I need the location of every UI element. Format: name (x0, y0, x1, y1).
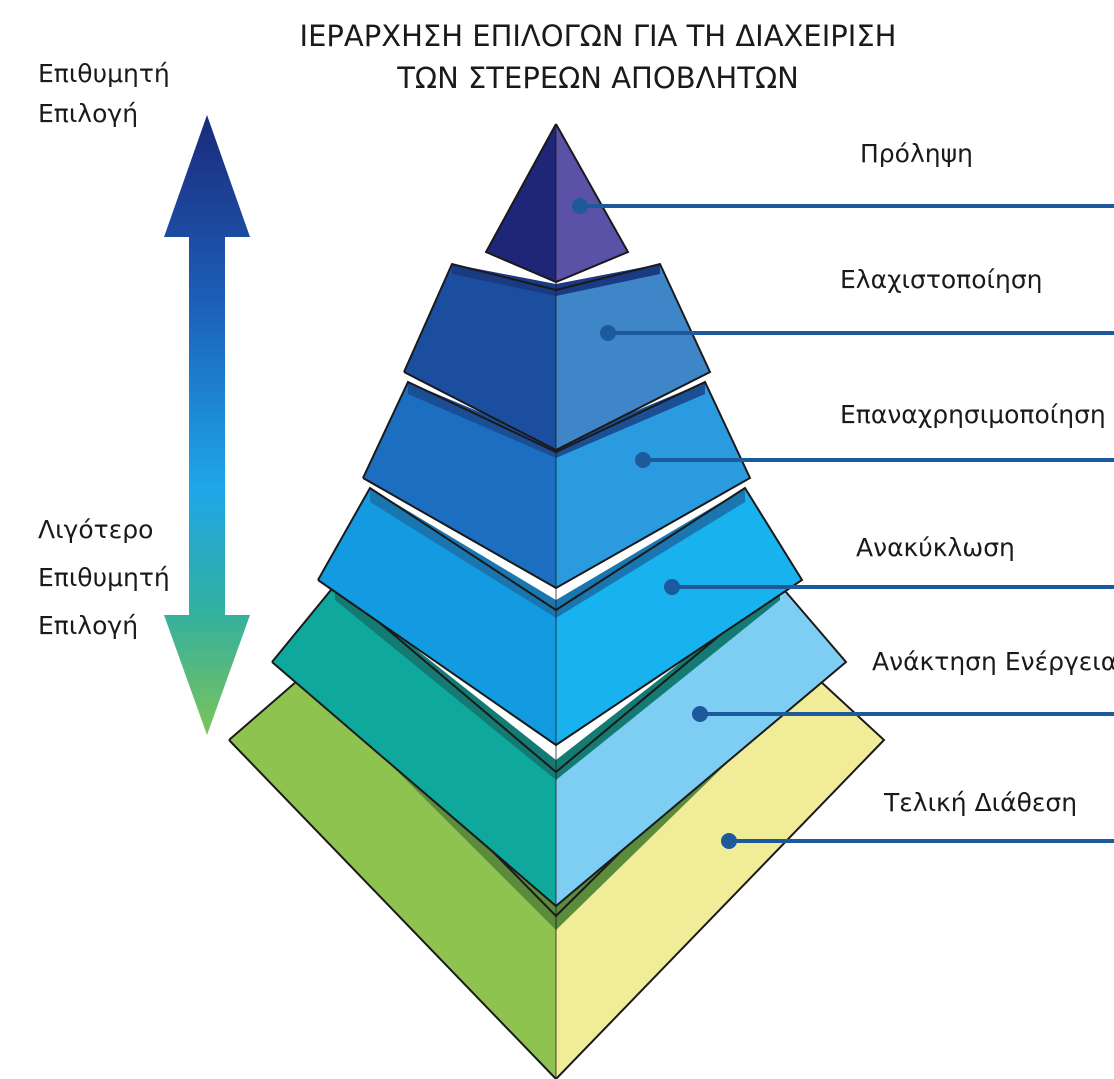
tier-recycling-left-face (318, 488, 556, 745)
tier-prevention-right-face (556, 124, 628, 282)
diagram-title-line-2: ΤΩΝ ΣΤΕΡΕΩΝ ΑΠΟΒΛΗΤΩΝ (396, 61, 799, 95)
tier-recycling-label: Ανακύκλωση (856, 533, 1015, 562)
less-desired-label-line-2: Επιθυμητή (38, 563, 170, 592)
tier-energy-recovery-left-face (272, 585, 556, 906)
tier-reuse (362, 380, 752, 590)
tier-recycling-right-face (556, 488, 802, 745)
tier-recycling-dot (664, 579, 680, 595)
tier-minimization (403, 262, 712, 452)
tier-final-disposal-right-face (556, 668, 884, 1079)
tier-prevention (484, 123, 630, 284)
tier-minimization-dot (600, 325, 616, 341)
preference-double-arrow-icon (164, 115, 250, 735)
tier-reuse-dot (635, 452, 651, 468)
pyramid (228, 123, 886, 1079)
tier-prevention-left-face (486, 124, 556, 282)
tier-energy-recovery-right-face (556, 585, 846, 906)
tier-minimization-left-face (404, 264, 556, 450)
less-desired-label-line-3: Επιλογή (38, 611, 138, 640)
diagram-title-line-1: ΙΕΡΑΡΧΗΣΗ ΕΠΙΛΟΓΩΝ ΓΙΑ ΤΗ ΔΙΑΧΕΙΡΙΣΗ (300, 19, 897, 53)
tier-minimization-right-face (556, 264, 710, 450)
tier-final-disposal-label: Τελική Διάθεση (883, 788, 1077, 817)
desired-option-label-line-1: Επιθυμητή (38, 59, 170, 88)
less-desired-label-line-1: Λιγότερο (38, 515, 153, 544)
tier-energy-recovery-label: Ανάκτηση Ενέργειας (872, 647, 1114, 676)
tier-connectors (572, 198, 1114, 849)
tier-energy-recovery-dot (692, 706, 708, 722)
tier-final-disposal-dot (721, 833, 737, 849)
tier-prevention-dot (572, 198, 588, 214)
desired-option-label-line-2: Επιλογή (38, 99, 138, 128)
tier-reuse-label: Επαναχρησιμοποίηση (840, 400, 1106, 429)
tier-final-disposal-left-face (229, 668, 556, 1079)
tier-prevention-label: Πρόληψη (860, 139, 973, 168)
tier-minimization-label: Ελαχιστοποίηση (840, 265, 1043, 294)
